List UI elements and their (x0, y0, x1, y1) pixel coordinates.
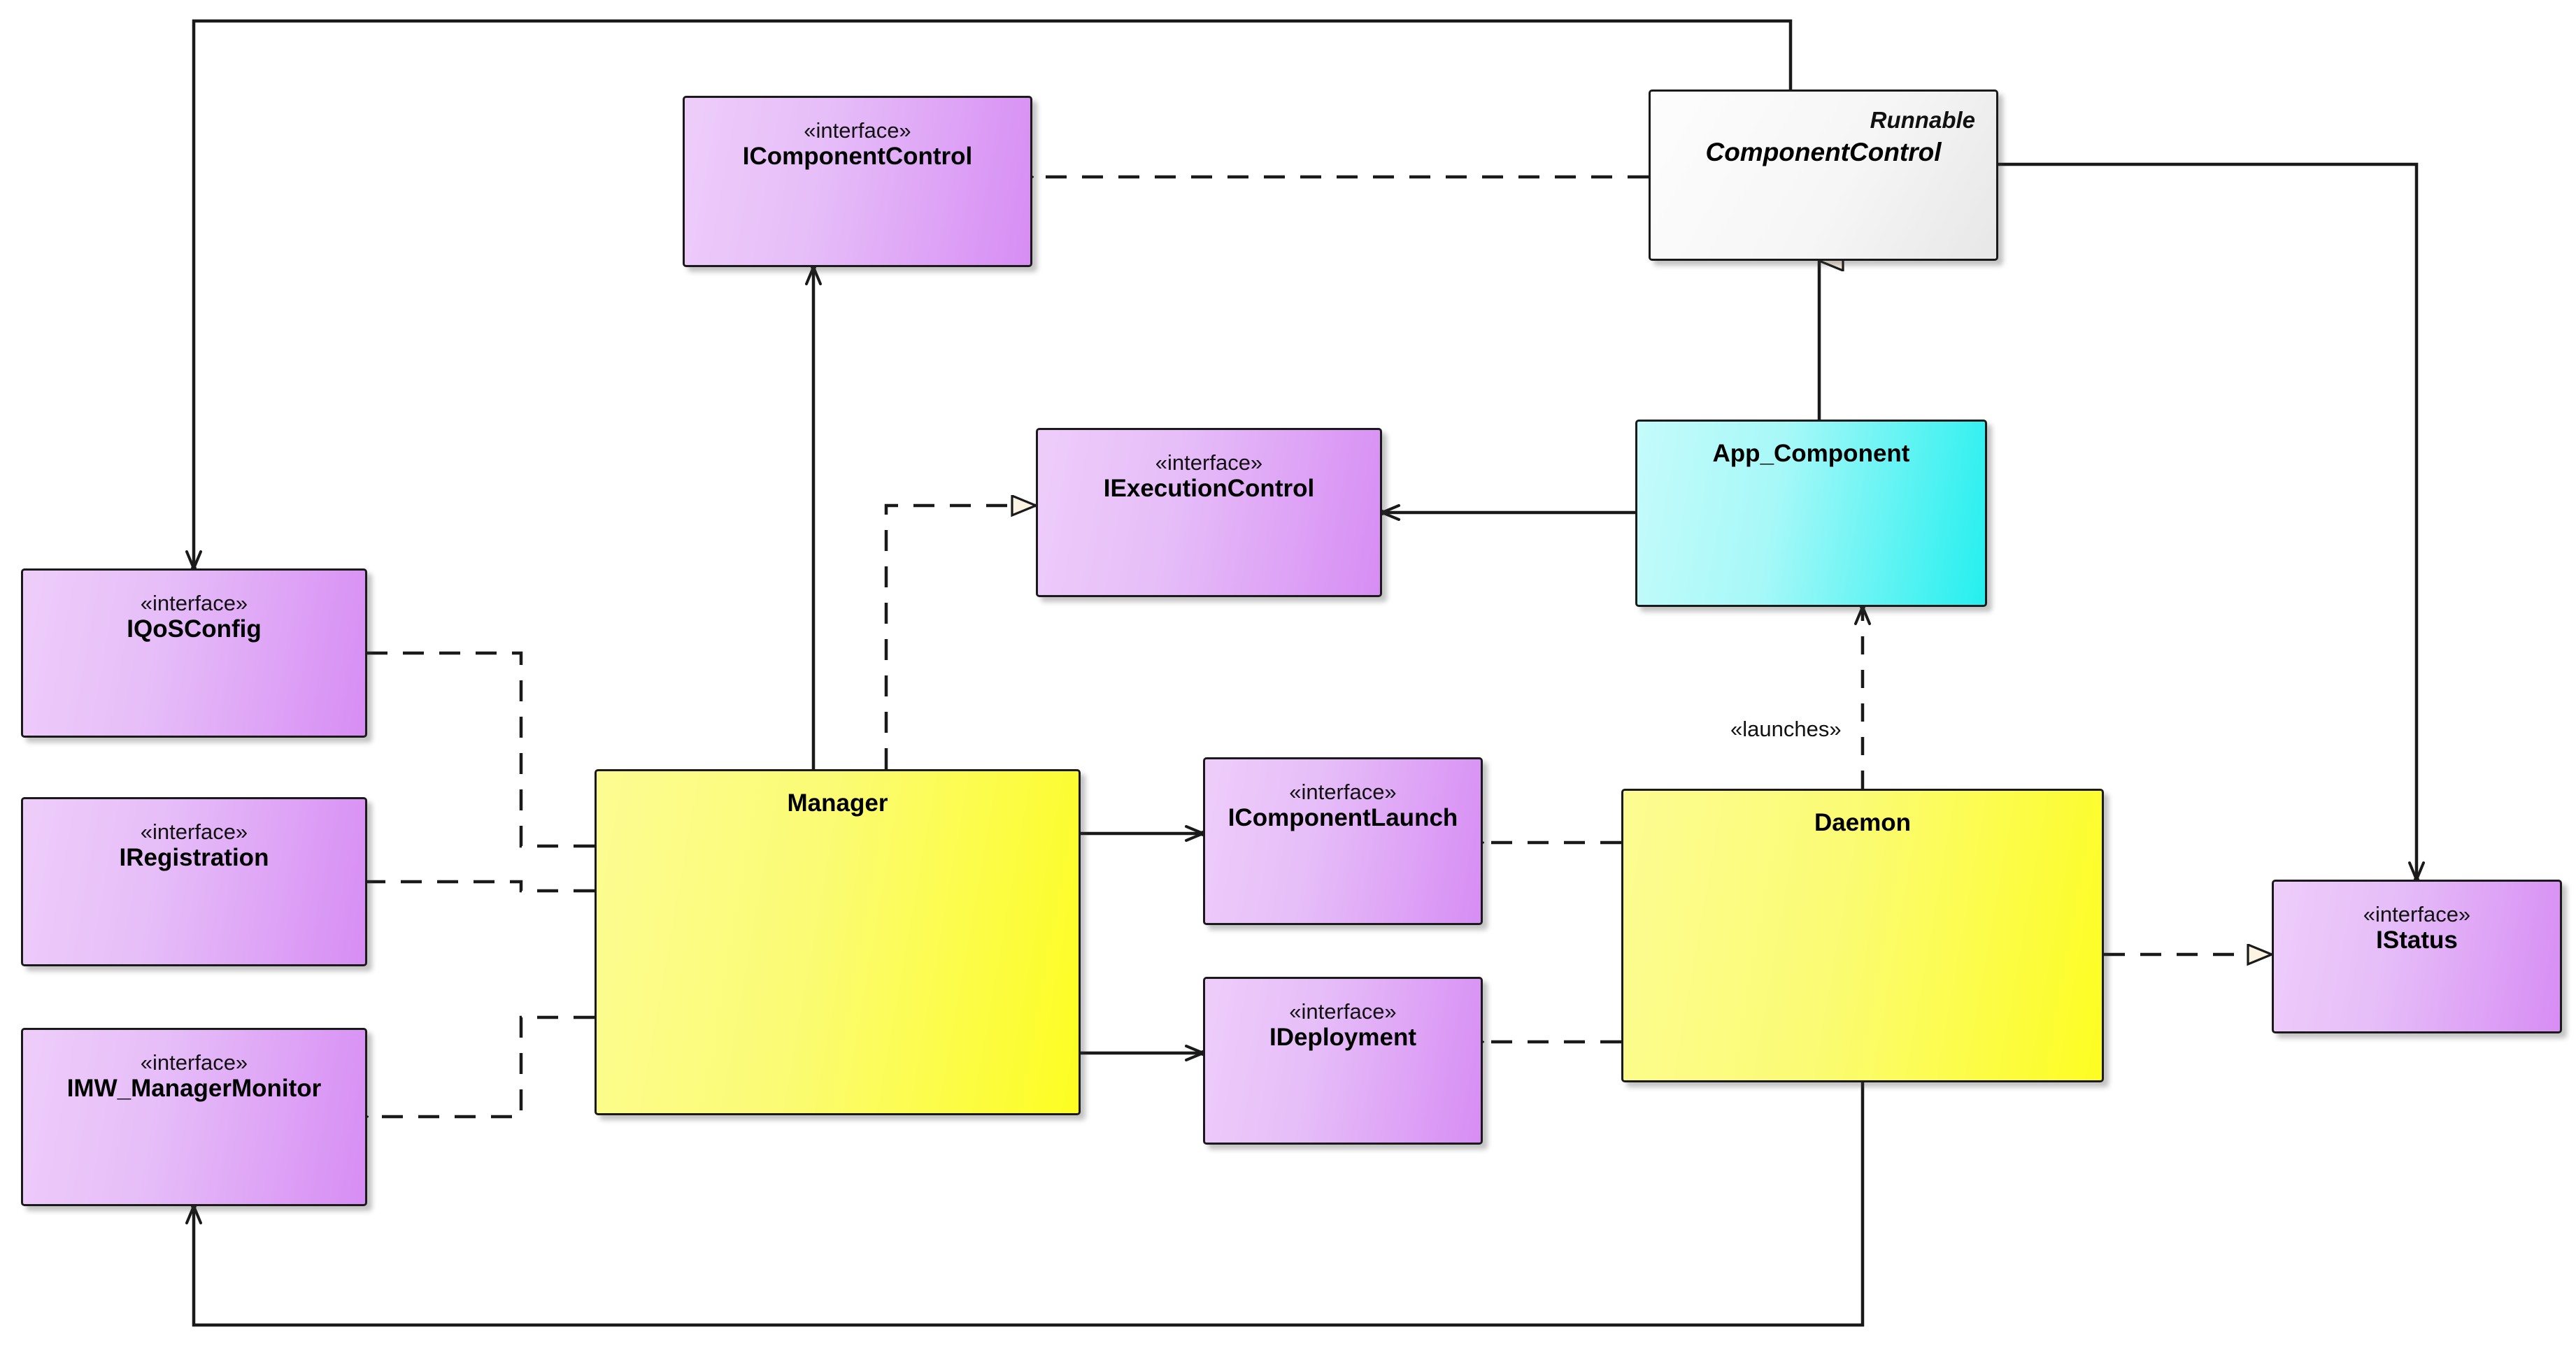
node-daemon[interactable]: Daemon (1621, 789, 2104, 1082)
node-name-label: IRegistration (119, 844, 269, 872)
node-name-label: IComponentControl (742, 143, 973, 171)
edge-daemon-to-imw-managermonitor (185, 1082, 1865, 1327)
edge-manager-realizes-iregistration (367, 882, 595, 893)
stereotype-label: «interface» (1289, 780, 1397, 804)
node-name-label: App_Component (1712, 440, 1910, 467)
edge-componentcontrol-to-istatus (1998, 162, 2425, 882)
node-iregistration[interactable]: «interface» IRegistration (21, 797, 367, 966)
abstract-stereotype-label: Runnable (1870, 107, 1975, 133)
edge-manager-realizes-iexecutioncontrol (884, 506, 1036, 769)
stereotype-label: «interface» (2363, 902, 2471, 926)
node-manager[interactable]: Manager (595, 769, 1081, 1115)
node-iqosconfig[interactable]: «interface» IQoSConfig (21, 568, 367, 738)
node-iexecutioncontrol[interactable]: «interface» IExecutionControl (1036, 428, 1382, 597)
node-name-label: IExecutionControl (1103, 475, 1315, 503)
stereotype-label: «interface» (1155, 450, 1263, 475)
node-icomponentcontrol[interactable]: «interface» IComponentControl (683, 96, 1032, 267)
node-imw-managermonitor[interactable]: «interface» IMW_ManagerMonitor (21, 1028, 367, 1206)
node-name-label: Manager (787, 789, 888, 817)
edge-label-launches: «launches» (1726, 717, 1846, 742)
node-name-label: IMW_ManagerMonitor (66, 1075, 322, 1103)
stereotype-label: «interface» (804, 118, 911, 143)
node-name-label: IStatus (2376, 926, 2458, 954)
node-name-label: IDeployment (1269, 1024, 1417, 1052)
node-ideployment[interactable]: «interface» IDeployment (1203, 977, 1483, 1145)
node-istatus[interactable]: «interface» IStatus (2272, 880, 2562, 1033)
stereotype-label: «interface» (140, 591, 248, 615)
node-componentcontrol[interactable]: Runnable ComponentControl (1649, 90, 1998, 261)
node-name-label: IQoSConfig (127, 615, 262, 643)
edge-manager-realizes-imw-managermonitor (367, 1015, 595, 1117)
stereotype-label: «interface» (140, 819, 248, 844)
node-name-label: Daemon (1814, 809, 1912, 836)
node-icomponentlaunch[interactable]: «interface» IComponentLaunch (1203, 757, 1483, 925)
edge-manager-realizes-iqosconfig (367, 653, 595, 848)
node-name-label: IComponentLaunch (1227, 804, 1458, 832)
node-name-label: ComponentControl (1705, 138, 1942, 166)
stereotype-label: «interface» (140, 1050, 248, 1075)
stereotype-label: «interface» (1289, 999, 1397, 1024)
node-app-component[interactable]: App_Component (1635, 420, 1987, 607)
